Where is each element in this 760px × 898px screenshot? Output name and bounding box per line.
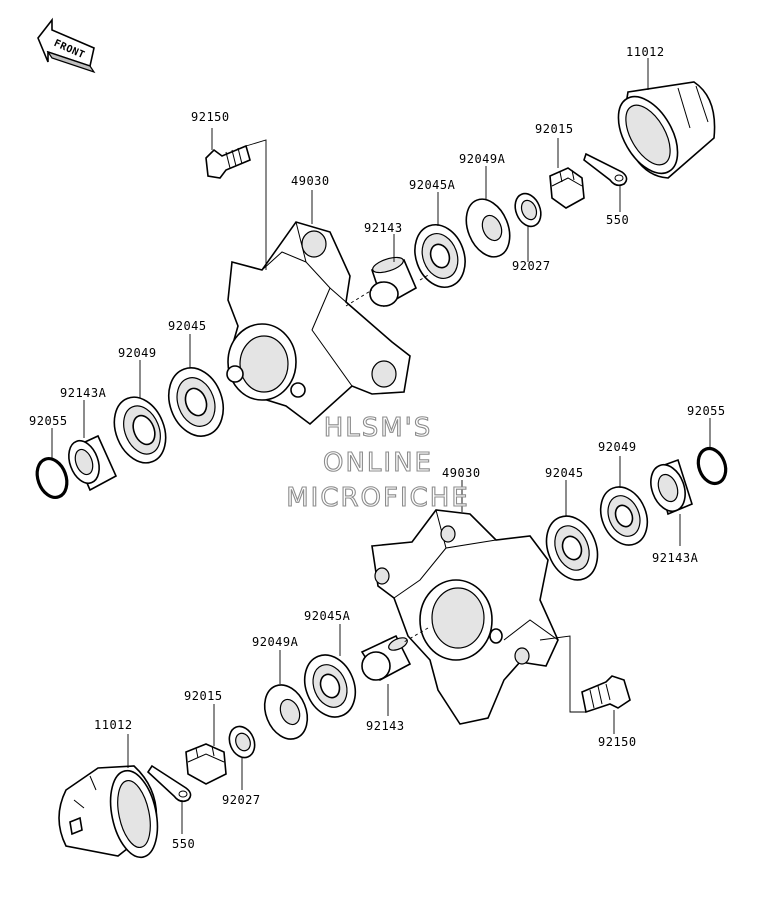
label-92049a-upper: 92049A — [459, 152, 506, 166]
washer-upper — [514, 192, 542, 228]
label-92027-lower: 92027 — [222, 793, 261, 807]
label-92143-upper: 92143 — [364, 221, 403, 235]
label-92143-lower: 92143 — [366, 719, 405, 733]
label-92055-upper: 92055 — [29, 414, 68, 428]
label-92045-lower: 92045 — [545, 466, 584, 480]
label-92045a-lower: 92045A — [304, 609, 351, 623]
o-ring-upper — [35, 457, 69, 499]
o-ring-lower — [696, 446, 728, 486]
bearing-lower — [545, 515, 599, 581]
label-92055-lower: 92055 — [687, 404, 726, 418]
label-49030-lower: 49030 — [442, 466, 481, 480]
label-92015-lower: 92015 — [184, 689, 223, 703]
label-11012-lower: 11012 — [94, 718, 133, 732]
seal-lower — [599, 486, 649, 546]
hub-body-lower — [371, 509, 559, 725]
hub-bolt-lower — [581, 675, 631, 714]
label-92045-upper: 92045 — [168, 319, 207, 333]
label-92049a-lower: 92049A — [252, 635, 299, 649]
watermark-line-1: HLSM'S — [324, 413, 433, 443]
seal-a-upper — [465, 198, 511, 258]
seal-a-lower — [263, 684, 309, 740]
label-92049-lower: 92049 — [598, 440, 637, 454]
label-550-lower: 550 — [172, 837, 195, 851]
label-92015-upper: 92015 — [535, 122, 574, 136]
hub-bolt-upper — [205, 144, 251, 179]
watermark-line-2: ONLINE — [323, 448, 433, 478]
label-92045a-upper: 92045A — [409, 178, 456, 192]
label-550-upper: 550 — [606, 213, 629, 227]
castle-nut-lower — [185, 743, 227, 785]
front-arrow-icon: FRONT — [37, 17, 96, 74]
cotter-pin-upper — [583, 152, 628, 187]
label-92143a-lower: 92143A — [652, 551, 699, 565]
hub-cap-upper — [617, 81, 716, 179]
label-92143a-upper: 92143A — [60, 386, 107, 400]
collar-upper — [68, 434, 118, 492]
label-92049-upper: 92049 — [118, 346, 157, 360]
seal-upper — [113, 396, 167, 464]
collar-lower — [650, 458, 693, 516]
spacer-lower — [360, 634, 412, 682]
label-92150-upper: 92150 — [191, 110, 230, 124]
bearing-a-lower — [303, 654, 357, 718]
spacer-upper — [369, 256, 418, 308]
hub-body-upper — [226, 221, 411, 426]
watermark: HLSM'S ONLINE MICROFICHE — [286, 412, 470, 513]
label-92150-lower: 92150 — [598, 735, 637, 749]
leader-lines — [51, 58, 711, 834]
bearing-upper — [167, 367, 225, 437]
cotter-pin-lower — [146, 764, 192, 803]
part-labels: 11012 92150 49030 92015 92049A 92045A 92… — [29, 45, 726, 851]
bearing-a-upper — [414, 224, 466, 288]
watermark-line-3: MICROFICHE — [286, 483, 470, 513]
label-11012-upper: 11012 — [626, 45, 665, 59]
label-49030-upper: 49030 — [291, 174, 330, 188]
hub-cap-lower — [58, 765, 159, 859]
label-92027-upper: 92027 — [512, 259, 551, 273]
castle-nut-upper — [549, 167, 585, 209]
washer-lower — [228, 725, 256, 759]
